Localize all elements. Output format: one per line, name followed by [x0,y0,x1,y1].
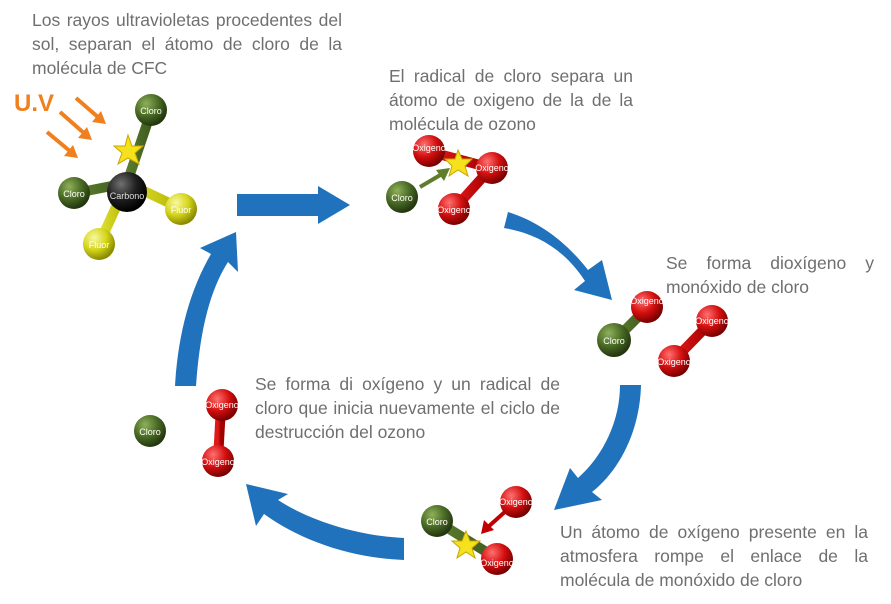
step-4-text: Un átomo de oxígeno presente en la atmos… [560,522,868,590]
arrow-step5-to-1 [175,232,238,386]
star-burst-icon [443,148,474,178]
atom-label: Cloro [391,193,413,203]
oxygen-attacks-chlorine-monoxide: Cloro Oxigeno Oxigeno [421,486,533,575]
chlorine-radical-and-dioxygen: Cloro Oxigeno Oxigeno [134,389,239,477]
atom-label: Cloro [63,189,85,199]
cycle-arrows [175,186,641,560]
atom-label: Oxigeno [499,497,533,507]
arrow-step1-to-2 [237,186,350,224]
atom-label: Oxigeno [412,143,446,153]
atom-label: Fluor [171,205,192,215]
star-burst-icon [112,133,145,166]
atom-label: Oxigeno [475,163,509,173]
atom-label: Cloro [140,106,162,116]
arrow-step2-to-3 [504,212,612,300]
atom-label: Cloro [603,336,625,346]
arrow-step4-to-5 [246,484,404,560]
step-5-text: Se forma di oxígeno y un radical de clor… [255,374,560,442]
arrow-step3-to-4 [554,385,641,510]
uv-arrows-icon [45,96,106,158]
uv-label: U.V [14,90,55,117]
atom-label: Fluor [89,240,110,250]
atom-label: Oxigeno [201,457,235,467]
chlorine-radical [386,181,418,213]
step-3-text: Se forma dioxígeno y monóxido de cloro [666,253,874,297]
step-2-text: El radical de cloro separa un átomo de o… [389,66,633,134]
chlorine-monoxide-and-dioxygen: Oxigeno Cloro Oxigeno Oxigeno [597,291,729,377]
atom-label: Oxigeno [437,205,471,215]
atom-label: Cloro [139,427,161,437]
ozone-molecule: Oxigeno Oxigeno Oxigeno Cloro [386,135,509,225]
atom-label: Oxigeno [657,357,691,367]
atom-label: Oxigeno [480,558,514,568]
atom-label: Oxigeno [630,296,664,306]
atom-label: Oxigeno [205,400,239,410]
star-burst-icon [450,529,482,560]
free-oxygen-atom [500,486,532,518]
atom-label: Carbono [110,191,145,201]
cfc-molecule: Cloro Cloro Fluor Fluor Carbono [58,94,197,260]
green-arrow-icon [436,168,450,181]
red-arrow-icon [481,520,494,534]
atom-label: Cloro [426,517,448,527]
step-1-text: Los rayos ultravioletas procedentes del … [32,10,342,78]
atom-label: Oxigeno [695,316,729,326]
